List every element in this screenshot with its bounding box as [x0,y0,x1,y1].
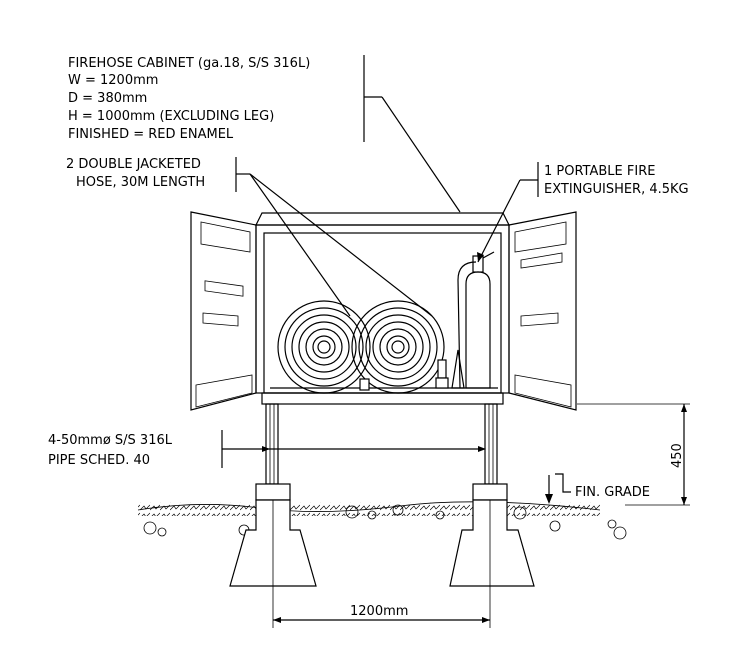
grade-callout: FIN. GRADE [545,473,650,504]
hose-reel-left-ring-4 [298,321,350,373]
stone [549,520,561,532]
stone [607,519,617,529]
cabinet-note-line-5: FINISHED = RED ENAMEL [68,127,234,142]
width-dimension-label: 1200mm [350,604,408,619]
left-door-handle [202,312,239,327]
pipe-leader-arrow-right [478,446,486,452]
stone [143,521,157,535]
fire-extinguisher [451,251,495,389]
hose-nozzle [437,359,447,379]
legs [265,403,498,485]
height-dimension: 450 [577,403,690,506]
hose-note-line-1: 2 DOUBLE JACKETED [66,157,201,172]
hose-note-line-2: HOSE, 30M LENGTH [76,175,205,190]
grade-label: FIN. GRADE [575,485,650,500]
width-arrow-left [273,617,281,623]
left-door [190,211,257,411]
ground [137,501,627,540]
hose-reel-left-hub [317,340,331,354]
hose-reel-right [351,300,445,394]
cabinet-top-edge [255,212,510,226]
grade-arrow [545,494,553,504]
footing-left [229,483,317,587]
hose-reel-right-ring-2 [358,307,438,387]
extinguisher-cylinder [465,271,491,389]
hose-reel-right-ring-6 [386,335,410,359]
cabinet-note-line-2: W = 1200mm [68,73,158,88]
hose-coupling-right [435,377,449,389]
hose-reel-left [277,300,371,394]
hose-reel-right-hub [391,340,405,354]
hose-leader-left [249,173,351,317]
right-door-vent-bottom [514,374,572,408]
pipe-note-line-2: PIPE SCHED. 40 [48,453,150,468]
stone [345,505,359,519]
hose-reel-left-ring-5 [305,328,343,366]
leg-left [265,403,279,485]
grade-tick [555,473,571,493]
stone [513,506,527,520]
stone [157,527,167,537]
pipe-note-line-1: 4-50mmø S/S 316L [48,433,173,448]
height-arrow-bottom [681,497,687,505]
hose-reel-right-ring-3 [365,314,431,380]
footing-right-block [449,499,535,587]
left-door-vent-top [204,280,244,297]
left-door-vent-bottom [195,374,253,408]
cabinet-base [261,392,504,405]
hose-reel-right-ring-1 [351,300,445,394]
cabinet-note-line-4: H = 1000mm (EXCLUDING LEG) [68,109,274,124]
right-door-top-panel [514,221,567,253]
footing-right-collar [472,483,508,501]
pipe-leader-arrow-left [262,446,270,452]
hose-note: 2 DOUBLE JACKETED HOSE, 30M LENGTH [66,157,433,317]
footing-right [449,483,535,587]
stone [435,510,445,520]
cabinet-body [255,212,510,405]
height-arrow-top [681,404,687,412]
stone [367,510,377,520]
hose-reel-left-ring-6 [312,335,336,359]
extinguisher-note-line-1: 1 PORTABLE FIRE [544,164,655,179]
right-door-vent-top [520,252,563,269]
extinguisher-lever [482,251,495,259]
leg-right [484,403,498,485]
cabinet-note: FIREHOSE CABINET (ga.18, S/S 316L) W = 1… [68,55,461,213]
cabinet-note-line-1: FIREHOSE CABINET (ga.18, S/S 316L) [68,56,310,71]
extinguisher-leader-arrow [477,252,484,262]
extinguisher-note: 1 PORTABLE FIRE EXTINGUISHER, 4.5KG [477,162,689,263]
pipe-note: 4-50mmø S/S 316L PIPE SCHED. 40 [48,430,486,468]
hose-leader-right [249,173,433,317]
extinguisher-leader [477,179,521,263]
height-dimension-label: 450 [670,443,685,468]
width-dimension: 1200mm [272,570,491,628]
hose-reel-left-ring-3 [291,314,357,380]
width-arrow-right [482,617,490,623]
stone [392,504,404,516]
hose-reel-right-ring-5 [379,328,417,366]
footing-left-collar [255,483,291,501]
left-door-top-panel [200,221,251,253]
hose-reel-right-ring-4 [372,321,424,373]
stone [613,526,627,540]
cabinet-note-line-3: D = 380mm [68,91,147,106]
hose-reel-left-ring-1 [277,300,371,394]
cabinet-outer [255,224,510,394]
right-door [508,211,577,411]
hose-coupling-center [359,378,370,391]
extinguisher-valve [472,255,484,273]
right-door-handle [520,312,559,327]
extinguisher-note-line-2: EXTINGUISHER, 4.5KG [544,182,689,197]
extinguisher-horn [451,349,465,389]
hose-couplings [359,359,449,391]
hose-reel-left-ring-2 [284,307,364,387]
cabinet-leader-line [381,96,461,213]
